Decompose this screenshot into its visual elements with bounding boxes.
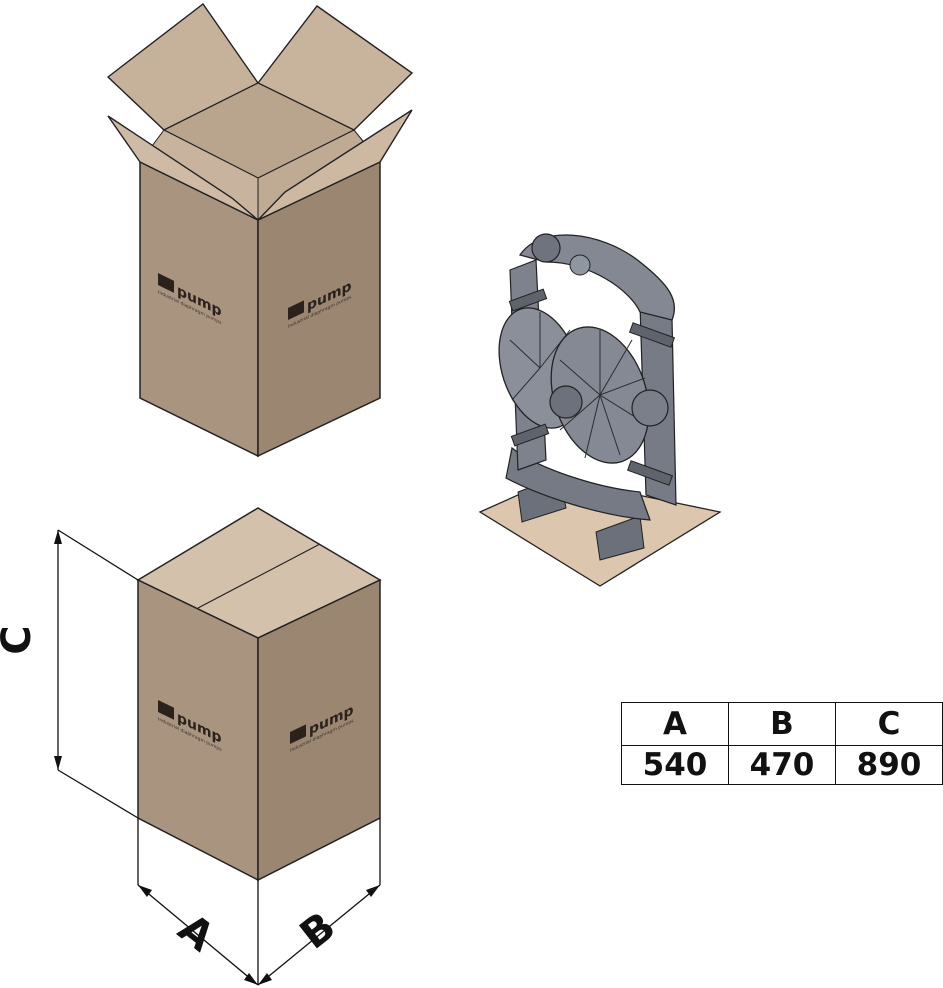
extension-line [57, 529, 139, 581]
table-value-cell: 890 [835, 745, 943, 785]
pump-clamp [508, 288, 548, 312]
brand-logo-icon [290, 724, 306, 744]
pump-clamp [626, 460, 674, 486]
dimensions-table: A B C 540 470 890 [621, 702, 943, 785]
pump-clamp [510, 423, 550, 447]
closed-carton: pump Industrial diaphragm pumps pump Ind… [136, 507, 382, 882]
dimension-line-a [137, 884, 259, 986]
arrowhead [258, 973, 272, 985]
pump-center-block [549, 385, 583, 419]
arrowhead [366, 885, 380, 897]
table-header-cell: A [621, 702, 729, 746]
table-header-row: A B C [621, 702, 943, 746]
table-value-row: 540 470 890 [621, 745, 943, 785]
pump-lower-manifold [505, 446, 651, 521]
dimension-label-c: C [0, 625, 40, 654]
pump-port [569, 254, 591, 276]
pump-side-port [631, 389, 669, 427]
pump-clamp [628, 322, 676, 348]
open-carton: pump Industrial diaphragm pumps pump Ind… [106, 2, 414, 458]
table-header-cell: C [835, 702, 943, 746]
pump-upper-manifold [518, 234, 676, 321]
carton-tape-seam [197, 543, 321, 609]
pump-inlet-port [531, 233, 561, 263]
dimension-line-b [257, 884, 381, 986]
table-value-cell: 540 [621, 745, 729, 785]
brand-logo-icon [288, 300, 304, 320]
arrowhead [244, 973, 258, 985]
brand-logo-icon [158, 273, 174, 293]
arrowhead [138, 885, 152, 897]
carton-flap-front-right [257, 109, 413, 221]
arrowhead [54, 530, 62, 544]
table-header-cell: B [728, 702, 836, 746]
dimension-lines [54, 529, 381, 986]
pump-foot [595, 515, 645, 561]
diaphragm-pump [478, 233, 722, 587]
dimension-label-a: A [170, 905, 223, 960]
arrowhead [54, 756, 62, 770]
extension-line [57, 769, 139, 819]
table-value-cell: 470 [728, 745, 836, 785]
brand-logo-icon [158, 700, 174, 720]
